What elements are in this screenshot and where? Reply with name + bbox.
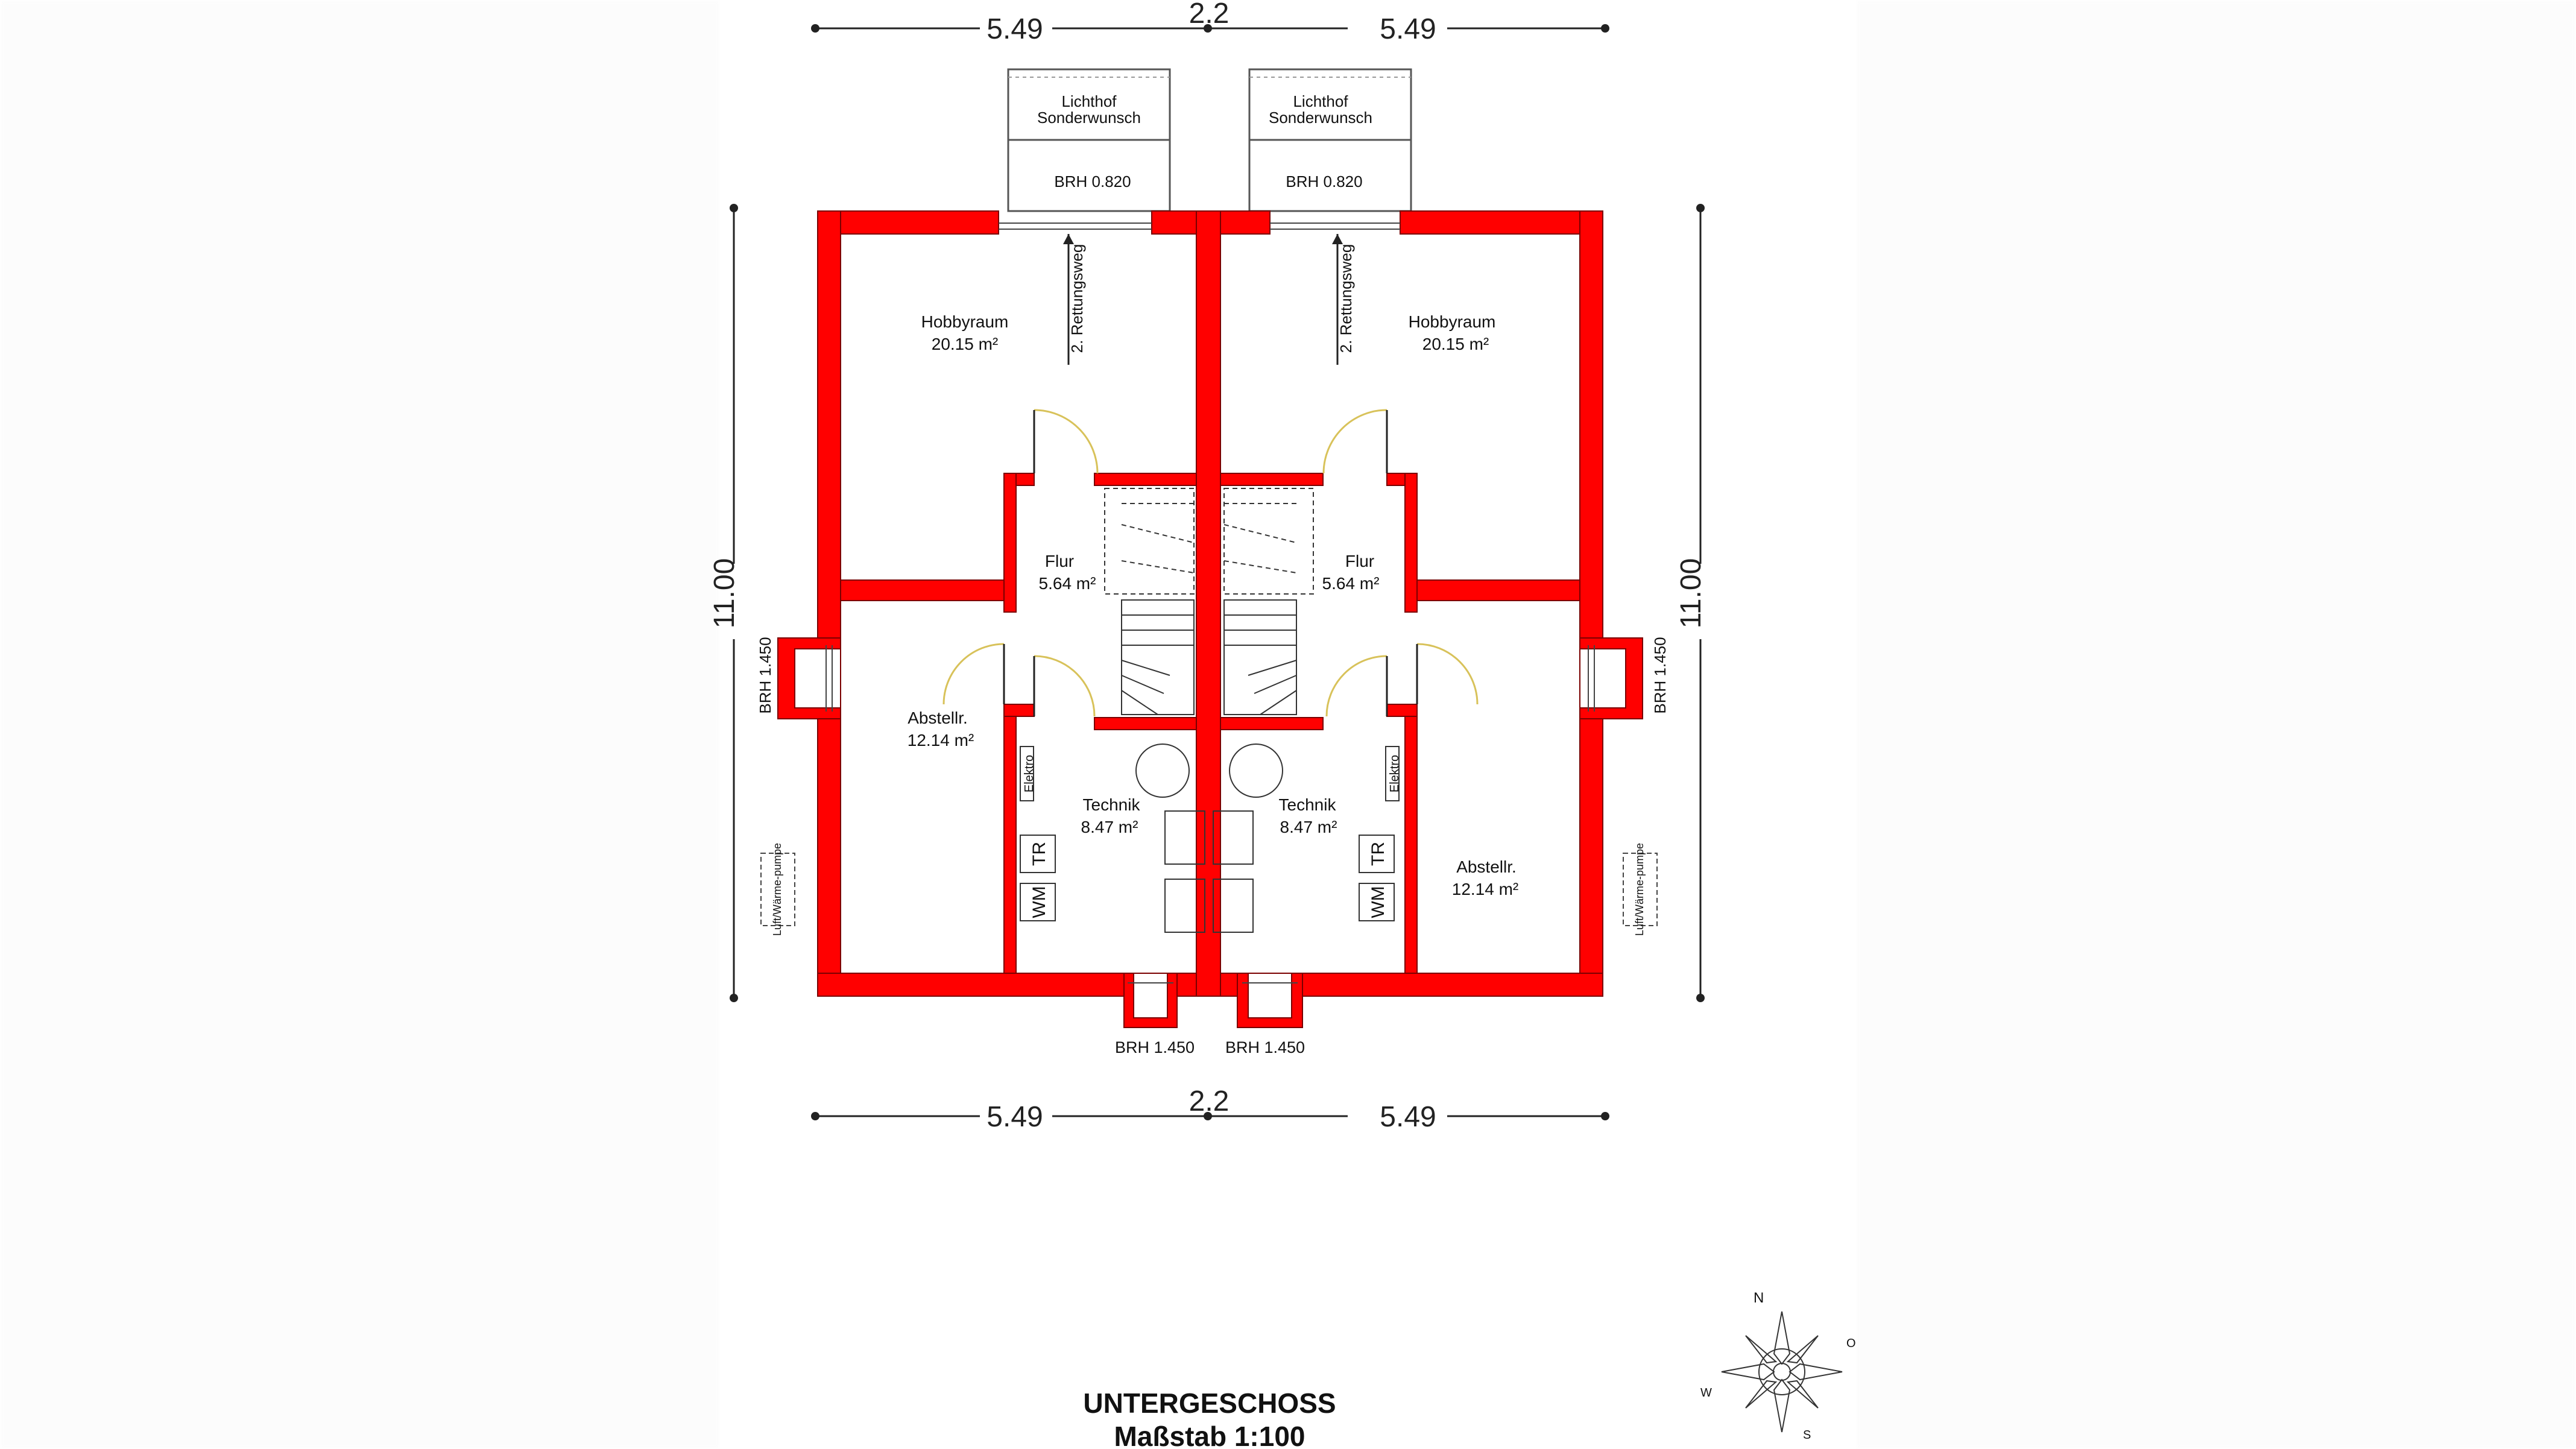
room-name: Technik (1083, 795, 1141, 814)
room-name: Technik (1279, 795, 1337, 814)
heat-pump-label: Luft/Wärme-pumpe (1634, 843, 1646, 936)
compass-south-label: S (1803, 1428, 1811, 1442)
compass-rose-icon (1721, 1311, 1843, 1433)
light-well-subtitle: Sonderwunsch (1037, 109, 1141, 127)
compass-west-label: W (1700, 1386, 1712, 1400)
room-name: Hobbyraum (1409, 312, 1496, 331)
room-area: 20.15 m² (1422, 335, 1489, 353)
sill-height-label: BRH 1.450 (1115, 1038, 1195, 1056)
blurred-background-right (1856, 0, 2576, 1449)
compass-east-label: O (1846, 1337, 1856, 1350)
sill-height-label: BRH 0.820 (1286, 172, 1362, 191)
escape-route-label: 2. Rettungsweg (1068, 244, 1086, 353)
technik-equipment-right (1213, 743, 1400, 933)
bottom-window-left: BRH 1.450 (1115, 973, 1195, 1056)
electrical-label: Elektro (1388, 755, 1401, 792)
room-name: Abstellr. (1456, 857, 1517, 876)
sill-height-label: BRH 0.820 (1054, 172, 1131, 191)
room-name: Abstellr. (908, 709, 968, 727)
door-swings (942, 409, 1479, 717)
dimension-label: 5.49 (1380, 1101, 1436, 1133)
room-name: Flur (1045, 552, 1074, 570)
top-dimension: 5.49 2.2 5.49 (811, 0, 1609, 45)
washer-label: WM (1029, 886, 1049, 918)
right-dimension: 11.00 (1675, 204, 1707, 1002)
room-area: 12.14 m² (1452, 880, 1519, 898)
bottom-window-right: BRH 1.450 (1225, 973, 1305, 1056)
escape-route-right: 2. Rettungsweg (1332, 234, 1355, 365)
room-area: 8.47 m² (1081, 818, 1138, 836)
sill-height-label: BRH 1.450 (1225, 1038, 1305, 1056)
drawing-title: UNTERGESCHOSS (1083, 1387, 1336, 1419)
dryer-label: TR (1029, 842, 1049, 866)
escape-route-left: 2. Rettungsweg (1063, 234, 1086, 365)
room-area: 20.15 m² (932, 335, 999, 353)
sill-height-label: BRH 1.450 (1651, 637, 1669, 713)
dimension-label: 2.2 (1189, 0, 1230, 30)
left-dimension: 11.00 (709, 204, 740, 1002)
room-area: 8.47 m² (1280, 818, 1337, 836)
room-name: Hobbyraum (921, 312, 1009, 331)
electrical-label: Elektro (1023, 755, 1036, 792)
dimension-label: 5.49 (987, 13, 1043, 45)
room-area: 5.64 m² (1322, 574, 1380, 593)
heat-pump-right: Luft/Wärme-pumpe (1623, 843, 1658, 936)
escape-route-label: 2. Rettungsweg (1337, 244, 1355, 353)
staircase-left (1104, 488, 1195, 715)
light-well-subtitle: Sonderwunsch (1269, 109, 1372, 127)
room-area: 12.14 m² (908, 731, 974, 750)
dimension-label: 11.00 (709, 558, 740, 629)
walls (817, 210, 1603, 997)
side-window-right: BRH 1.450 (1579, 637, 1669, 719)
light-well-right: Lichthof Sonderwunsch BRH 0.820 (1248, 68, 1412, 212)
dimension-label: 5.49 (1380, 13, 1436, 45)
light-well-left: Lichthof Sonderwunsch BRH 0.820 (1007, 68, 1171, 212)
bottom-dimension: 5.49 2.2 5.49 (811, 1085, 1609, 1133)
light-well-title: Lichthof (1061, 92, 1117, 110)
dimension-label: 11.00 (1675, 558, 1707, 629)
washer-label: WM (1368, 886, 1388, 918)
drawing-scale: Maßstab 1:100 (1114, 1421, 1305, 1449)
top-windows (999, 223, 1400, 230)
heat-pump-left: Luft/Wärme-pumpe (760, 843, 795, 936)
sill-height-label: BRH 1.450 (756, 637, 774, 713)
room-name: Flur (1345, 552, 1374, 570)
light-well-title: Lichthof (1293, 92, 1348, 110)
dryer-label: TR (1368, 842, 1388, 866)
dimension-label: 2.2 (1189, 1085, 1230, 1117)
compass-north-label: N (1754, 1290, 1764, 1306)
technik-equipment-left (1020, 743, 1205, 933)
blurred-background-left (0, 0, 720, 1449)
side-window-left: BRH 1.450 (756, 637, 841, 719)
heat-pump-label: Luft/Wärme-pumpe (771, 843, 783, 936)
dimension-label: 5.49 (987, 1101, 1043, 1133)
room-area: 5.64 m² (1039, 574, 1096, 593)
staircase-right (1223, 488, 1314, 715)
